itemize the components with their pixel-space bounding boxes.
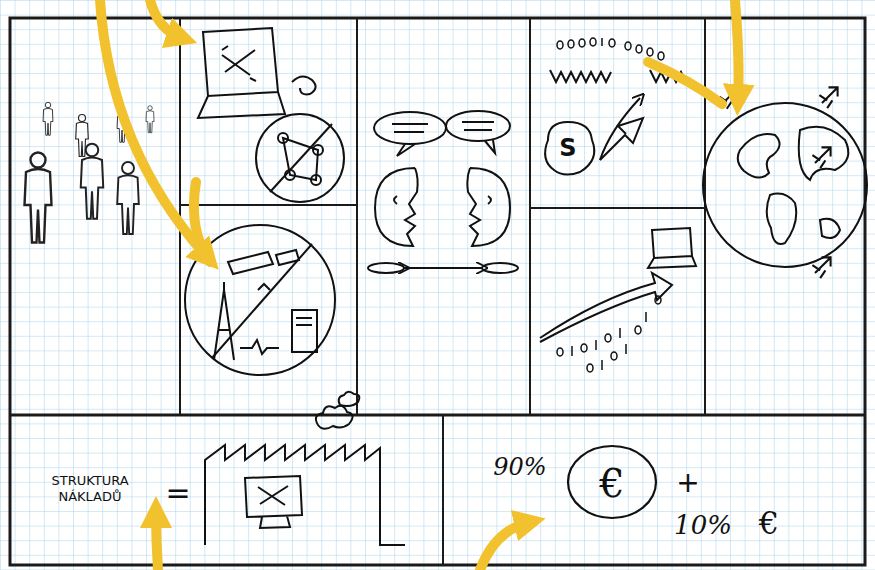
canvas-text: STRUKTURA NÁKLADŮ xyxy=(25,473,155,504)
cost-structure-box: STRUKTURA NÁKLADŮ = xyxy=(12,417,441,563)
canvas-text: + xyxy=(676,466,699,500)
logo-letter: S xyxy=(559,134,576,163)
canvas-text: 10% xyxy=(674,510,732,541)
revenue-box: 90% € +10% € xyxy=(445,417,863,563)
canvas-text: € xyxy=(599,459,624,507)
canvas-text: € xyxy=(759,504,779,542)
canvas-text: 90% xyxy=(493,453,546,482)
canvas-text: = xyxy=(165,475,190,511)
